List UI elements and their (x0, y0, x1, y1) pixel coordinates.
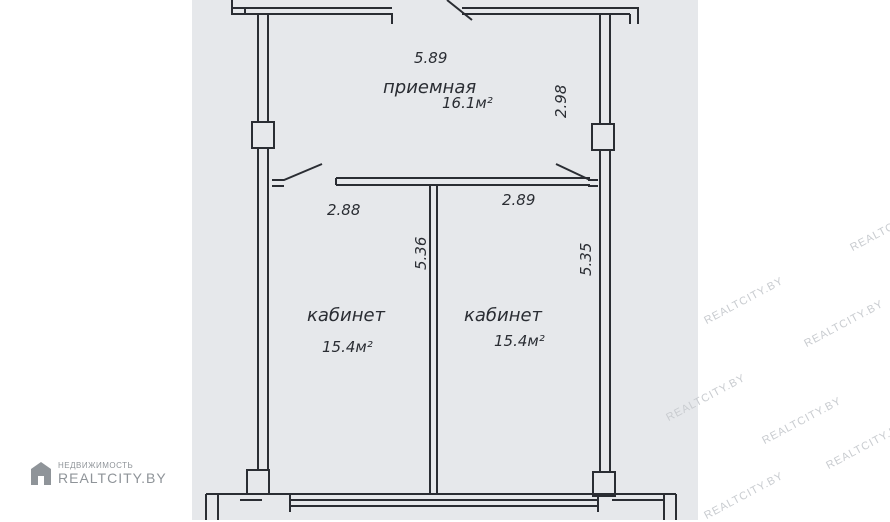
left-column-top (251, 121, 275, 149)
room-area-reception: 16.1м² (442, 94, 493, 112)
dimension-partition: 5.36 (412, 237, 430, 270)
horizontal-partition (335, 177, 590, 186)
right-wall (599, 14, 611, 475)
door-right (555, 163, 598, 187)
top-wall-left (231, 0, 393, 24)
top-door-leaf (446, 0, 473, 21)
bottom-wall (205, 493, 677, 520)
left-column-bottom (246, 469, 270, 495)
right-column-top (591, 123, 615, 151)
house-icon (31, 462, 51, 485)
vertical-partition (429, 185, 438, 494)
brand-logo: НЕДВИЖИМОСТЬ REALTCITY.BY (30, 460, 167, 486)
bottom-wall-inner (217, 494, 665, 520)
room-area-office-right: 15.4м² (494, 332, 545, 350)
room-name-office-left: кабинет (307, 305, 386, 326)
dimension-right-top: 2.98 (552, 85, 570, 118)
left-wall (257, 14, 269, 475)
dimension-mid-right: 2.89 (502, 191, 535, 209)
dimension-top-width: 5.89 (414, 49, 447, 67)
brand-tagline: НЕДВИЖИМОСТЬ (58, 460, 134, 470)
dimension-mid-left: 2.88 (327, 201, 360, 219)
dimension-right-wall: 5.35 (577, 243, 595, 276)
floor-plan-sheet (192, 0, 698, 520)
brand-name: REALTCITY.BY (58, 469, 167, 486)
room-area-office-left: 15.4м² (322, 338, 373, 356)
door-left (272, 163, 323, 187)
room-name-office-right: кабинет (464, 305, 543, 326)
top-wall-right (462, 7, 639, 24)
right-column-bottom (592, 471, 616, 497)
room-name-reception: приемная (383, 77, 476, 98)
